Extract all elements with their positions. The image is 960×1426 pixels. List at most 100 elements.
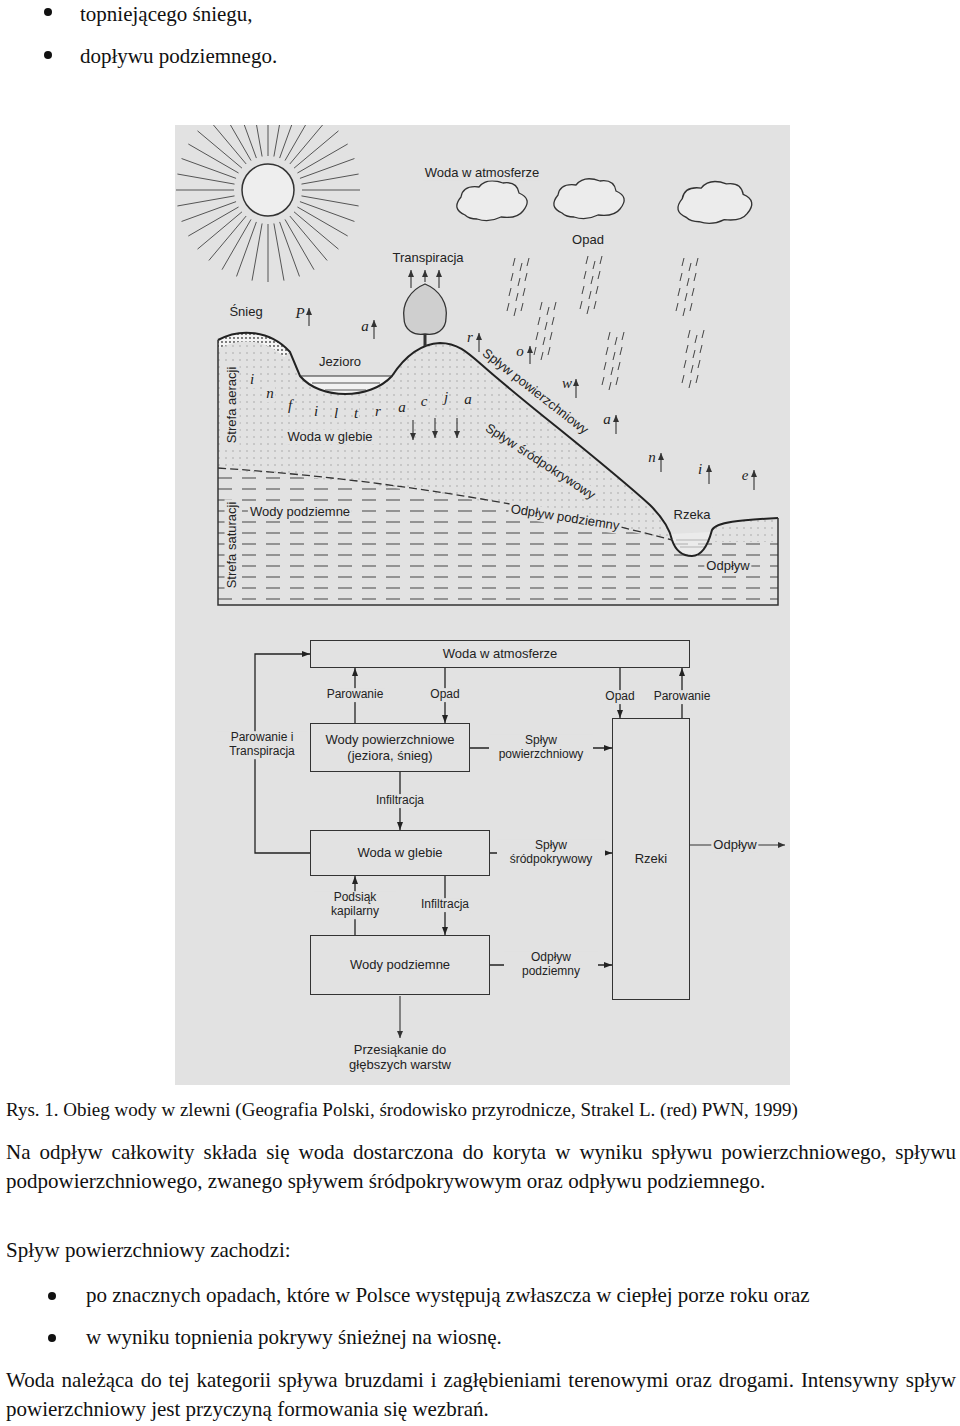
sun-ray xyxy=(268,224,269,282)
raindrop xyxy=(696,258,698,266)
figure-label: Śnieg xyxy=(227,305,264,320)
body-text: topniejącego śniegu, xyxy=(80,0,680,29)
sun-ray xyxy=(188,207,238,236)
raindrop xyxy=(685,293,687,301)
sun-ray xyxy=(274,223,284,280)
saturated-zone xyxy=(218,470,778,605)
raindrop xyxy=(609,382,611,390)
edge-label: Spływ śródpokrywowy xyxy=(497,839,605,867)
raindrop xyxy=(538,317,540,325)
raindrop xyxy=(598,271,600,279)
raindrop xyxy=(509,288,511,296)
figure-letter: a xyxy=(602,411,612,428)
raindrop xyxy=(521,303,523,311)
flow-arrows xyxy=(373,320,374,339)
sun-ray xyxy=(252,125,262,157)
raindrop xyxy=(547,307,549,315)
raindrop xyxy=(540,302,542,310)
rivers-box: Rzeki xyxy=(612,718,690,1000)
lake-surface xyxy=(300,375,392,376)
raindrop xyxy=(606,347,608,355)
bullet xyxy=(48,1292,56,1300)
sun-ray xyxy=(182,159,237,179)
sun xyxy=(242,164,294,216)
sun-ray xyxy=(285,219,314,269)
cloud xyxy=(457,179,752,224)
raindrop xyxy=(620,347,622,355)
raindrop xyxy=(682,375,684,383)
raindrop xyxy=(596,286,598,294)
raindrop xyxy=(680,273,682,281)
raindrop xyxy=(702,330,704,338)
edge-label: Opad xyxy=(603,690,636,704)
raindrop xyxy=(689,380,691,388)
raindrop xyxy=(518,278,520,286)
water-lines xyxy=(312,383,708,547)
raindrop xyxy=(545,322,547,330)
raindrop xyxy=(682,258,684,266)
tree xyxy=(404,284,447,346)
raindrop xyxy=(613,352,615,360)
raindrop xyxy=(520,263,522,271)
raindrop xyxy=(688,330,690,338)
terrain-surface xyxy=(218,333,778,556)
groundwater-box: Wody podziemne xyxy=(310,935,490,995)
soil-water-box: Woda w glebie xyxy=(310,830,490,876)
raindrop xyxy=(618,362,620,370)
lake-water xyxy=(300,376,392,394)
figure-label: Woda w atmosferze xyxy=(423,166,542,181)
body-text: Na odpływ całkowity składa się woda dost… xyxy=(6,1138,956,1196)
sun-ray xyxy=(274,125,284,157)
surface-water-box: Wody powierzchniowe (jeziora, śnieg) xyxy=(310,723,470,772)
sun-ray xyxy=(209,216,246,260)
sun-ray xyxy=(182,202,237,222)
rain-streaks xyxy=(507,256,704,390)
figure-label: Opad xyxy=(570,233,606,248)
figure-letter: a xyxy=(397,399,407,416)
figure-letter: f xyxy=(287,397,293,414)
body-text: po znacznych opadach, które w Polsce wys… xyxy=(86,1281,956,1310)
raindrop xyxy=(622,332,624,340)
water-table xyxy=(218,468,672,540)
body-text: Spływ powierzchniowy zachodzi: xyxy=(6,1236,956,1265)
body-text: dopływu podziemnego. xyxy=(80,42,680,71)
raindrop xyxy=(554,302,556,310)
flow-arrows xyxy=(424,270,425,282)
sun-ray xyxy=(209,125,246,164)
figure-letter: n xyxy=(647,449,657,466)
figure-letter: P xyxy=(294,305,305,322)
raindrop xyxy=(696,375,698,383)
raindrop xyxy=(582,286,584,294)
raindrop xyxy=(692,288,694,296)
figure-label: Jezioro xyxy=(317,355,363,370)
figure-letter: j xyxy=(443,389,449,406)
flow-arrows xyxy=(410,270,411,288)
edge-label: Parowanie i Transpiracja xyxy=(217,731,307,759)
sun-ray xyxy=(280,222,300,277)
flow-arrows xyxy=(309,270,785,1038)
raindrop xyxy=(541,352,543,360)
water-lines xyxy=(312,383,380,384)
sun-ray xyxy=(301,196,358,206)
section-frame xyxy=(218,340,778,605)
figure-letter: t xyxy=(353,405,359,422)
raindrop xyxy=(608,332,610,340)
flow-arrows xyxy=(575,379,576,398)
edge-label: Spływ powierzchniowy xyxy=(489,734,593,762)
bullet xyxy=(44,51,52,59)
raindrop xyxy=(676,303,678,311)
figure-letter: o xyxy=(515,343,525,360)
flow-arrows xyxy=(753,470,754,490)
figure-letter: i xyxy=(249,371,255,388)
edge-label: Infiltracja xyxy=(374,794,426,808)
sun-ray xyxy=(252,223,262,280)
figure-caption: Rys. 1. Obieg wody w zlewni (Geografia P… xyxy=(6,1098,798,1122)
edge-label: Infiltracja xyxy=(419,898,471,912)
figure-letter: r xyxy=(466,329,474,346)
raindrop xyxy=(600,256,602,264)
figure-letter: w xyxy=(561,375,573,392)
body-text: w wyniku topnienia pokrywy śnieżnej na w… xyxy=(86,1323,956,1352)
